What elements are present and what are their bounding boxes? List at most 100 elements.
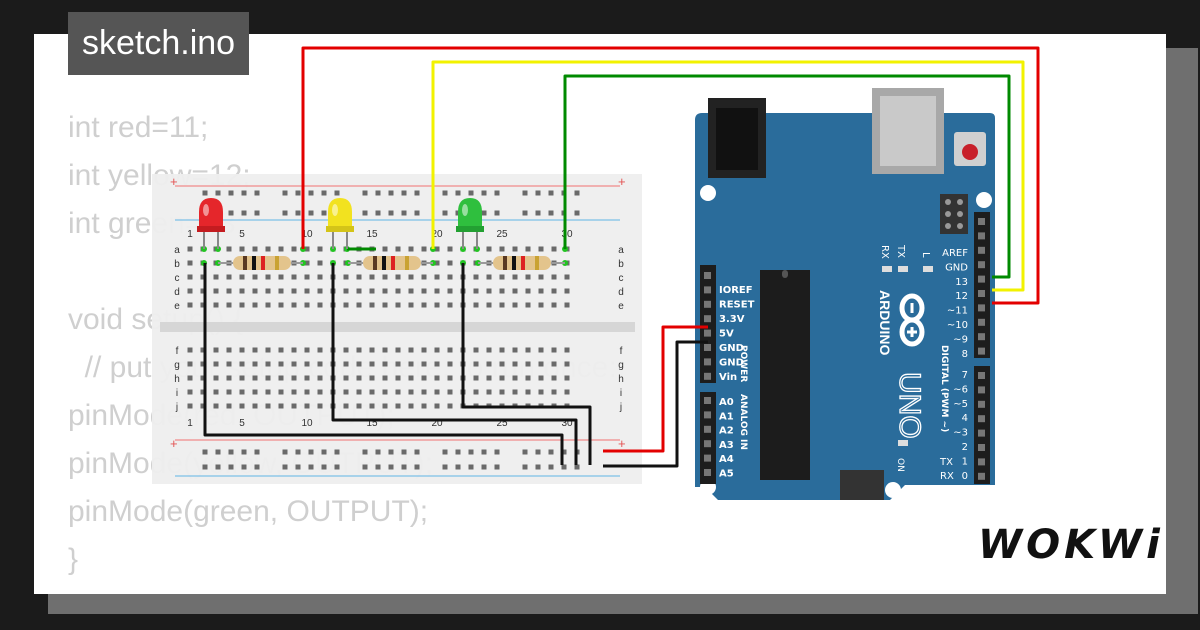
rail-hole[interactable] bbox=[468, 190, 474, 196]
rail-hole[interactable] bbox=[468, 464, 474, 470]
breadboard-hole[interactable] bbox=[252, 246, 258, 252]
breadboard-hole[interactable] bbox=[395, 246, 401, 252]
rail-hole[interactable] bbox=[442, 190, 448, 196]
breadboard-hole[interactable] bbox=[239, 246, 245, 252]
breadboard-hole[interactable] bbox=[252, 375, 258, 381]
breadboard-hole[interactable] bbox=[512, 361, 518, 367]
breadboard-hole[interactable] bbox=[512, 347, 518, 353]
breadboard-hole[interactable] bbox=[226, 288, 232, 294]
breadboard-hole[interactable] bbox=[252, 389, 258, 395]
wire-green-pin13[interactable] bbox=[563, 74, 1011, 279]
breadboard-hole[interactable] bbox=[447, 302, 453, 308]
breadboard-hole[interactable] bbox=[473, 389, 479, 395]
breadboard-hole[interactable] bbox=[434, 403, 440, 409]
breadboard-hole[interactable] bbox=[200, 288, 206, 294]
rail-hole[interactable] bbox=[228, 190, 234, 196]
header-pin[interactable] bbox=[704, 469, 711, 476]
breadboard-hole[interactable] bbox=[395, 389, 401, 395]
rail-hole[interactable] bbox=[308, 210, 314, 216]
breadboard-hole[interactable] bbox=[486, 347, 492, 353]
wire-red-5v[interactable] bbox=[603, 325, 708, 453]
header-pin[interactable] bbox=[978, 232, 985, 240]
rail-hole[interactable] bbox=[362, 449, 368, 455]
breadboard-hole[interactable] bbox=[369, 389, 375, 395]
rail-hole[interactable] bbox=[202, 464, 208, 470]
header-pin[interactable] bbox=[704, 411, 711, 419]
breadboard-hole[interactable] bbox=[551, 361, 557, 367]
breadboard-hole[interactable] bbox=[187, 347, 193, 353]
rail-hole[interactable] bbox=[295, 449, 301, 455]
breadboard-hole[interactable] bbox=[473, 361, 479, 367]
breadboard-hole[interactable] bbox=[343, 302, 349, 308]
rail-hole[interactable] bbox=[215, 449, 221, 455]
resistor-red[interactable] bbox=[218, 256, 303, 270]
rail-hole[interactable] bbox=[228, 449, 234, 455]
rail-hole[interactable] bbox=[522, 464, 528, 470]
breadboard-hole[interactable] bbox=[187, 375, 193, 381]
rail-hole[interactable] bbox=[442, 449, 448, 455]
breadboard-hole[interactable] bbox=[252, 302, 258, 308]
breadboard-hole[interactable] bbox=[486, 246, 492, 252]
breadboard-hole[interactable] bbox=[408, 403, 414, 409]
rail-hole[interactable] bbox=[334, 464, 340, 470]
breadboard-hole[interactable] bbox=[356, 389, 362, 395]
breadboard-hole[interactable] bbox=[421, 403, 427, 409]
breadboard-hole[interactable] bbox=[200, 403, 206, 409]
breadboard-hole[interactable] bbox=[304, 274, 310, 280]
breadboard-hole[interactable] bbox=[226, 302, 232, 308]
breadboard-hole[interactable] bbox=[421, 361, 427, 367]
breadboard-hole[interactable] bbox=[213, 361, 219, 367]
breadboard-hole[interactable] bbox=[200, 274, 206, 280]
breadboard-hole[interactable] bbox=[304, 375, 310, 381]
rail-hole[interactable] bbox=[561, 464, 567, 470]
breadboard-hole[interactable] bbox=[473, 375, 479, 381]
rail-hole[interactable] bbox=[295, 190, 301, 196]
breadboard-hole[interactable] bbox=[369, 347, 375, 353]
breadboard-hole[interactable] bbox=[356, 403, 362, 409]
rail-hole[interactable] bbox=[548, 449, 554, 455]
rail-hole[interactable] bbox=[321, 190, 327, 196]
rail-hole[interactable] bbox=[241, 464, 247, 470]
header-pin[interactable] bbox=[978, 333, 985, 341]
rail-hole[interactable] bbox=[414, 449, 420, 455]
header-pin[interactable] bbox=[978, 400, 985, 408]
breadboard-hole[interactable] bbox=[304, 288, 310, 294]
breadboard-hole[interactable] bbox=[200, 361, 206, 367]
breadboard-hole[interactable] bbox=[265, 389, 271, 395]
breadboard-hole[interactable] bbox=[447, 260, 453, 266]
breadboard-hole[interactable] bbox=[356, 375, 362, 381]
breadboard-hole[interactable] bbox=[304, 260, 310, 266]
rail-hole[interactable] bbox=[574, 210, 580, 216]
rail-hole[interactable] bbox=[202, 449, 208, 455]
breadboard-hole[interactable] bbox=[499, 347, 505, 353]
breadboard-hole[interactable] bbox=[473, 302, 479, 308]
rail-hole[interactable] bbox=[254, 449, 260, 455]
breadboard-hole[interactable] bbox=[434, 361, 440, 367]
breadboard-hole[interactable] bbox=[252, 347, 258, 353]
breadboard-hole[interactable] bbox=[291, 361, 297, 367]
breadboard-hole[interactable] bbox=[369, 361, 375, 367]
breadboard-hole[interactable] bbox=[382, 347, 388, 353]
breadboard-hole[interactable] bbox=[187, 274, 193, 280]
rail-hole[interactable] bbox=[321, 449, 327, 455]
header-pin[interactable] bbox=[978, 472, 985, 480]
led-yellow[interactable] bbox=[326, 198, 354, 249]
breadboard-hole[interactable] bbox=[213, 288, 219, 294]
breadboard-hole[interactable] bbox=[278, 403, 284, 409]
breadboard-hole[interactable] bbox=[551, 246, 557, 252]
breadboard-hole[interactable] bbox=[538, 361, 544, 367]
rail-hole[interactable] bbox=[321, 210, 327, 216]
led-red[interactable] bbox=[197, 198, 225, 249]
breadboard-hole[interactable] bbox=[226, 375, 232, 381]
breadboard-hole[interactable] bbox=[564, 375, 570, 381]
breadboard-hole[interactable] bbox=[499, 288, 505, 294]
wire-black-gnd[interactable] bbox=[603, 340, 708, 468]
rail-hole[interactable] bbox=[241, 190, 247, 196]
breadboard-hole[interactable] bbox=[499, 375, 505, 381]
breadboard-hole[interactable] bbox=[187, 260, 193, 266]
breadboard-hole[interactable] bbox=[512, 302, 518, 308]
breadboard-hole[interactable] bbox=[226, 403, 232, 409]
rail-hole[interactable] bbox=[494, 210, 500, 216]
rail-hole[interactable] bbox=[295, 464, 301, 470]
breadboard-hole[interactable] bbox=[304, 403, 310, 409]
